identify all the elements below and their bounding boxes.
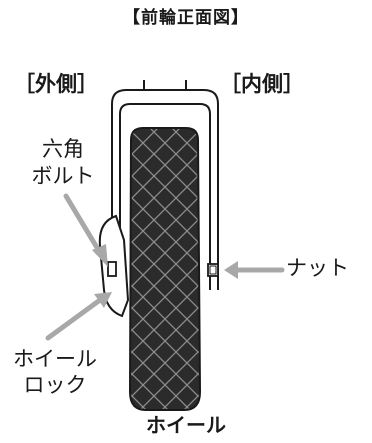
hex-bolt-label: 六角 ボルト [22,136,104,190]
diagram-title: 【前輪正面図】 [123,8,249,28]
inner-side-label: ［内側］ [220,72,304,96]
wheel-tire [130,128,200,410]
nut-label: ナット [286,256,349,280]
hex-bolt-label-line2: ボルト [31,164,95,188]
hex-bolt-label-line1: 六角 [42,137,84,161]
wheel-caption: ホイール [146,413,226,437]
hex-bolt-arrow [63,193,108,267]
nut-arrow [224,261,285,279]
wheel-lock-label-line1: ホイール [13,347,97,371]
wheel-lock-arrow [45,292,112,341]
wheel-lock-label: ホイール ロック [0,346,110,398]
hex-bolt [107,261,117,277]
caster-fork-inner [119,103,211,290]
outer-side-label: ［外側］ [14,72,98,96]
wheel-lock-label-line2: ロック [23,373,87,397]
